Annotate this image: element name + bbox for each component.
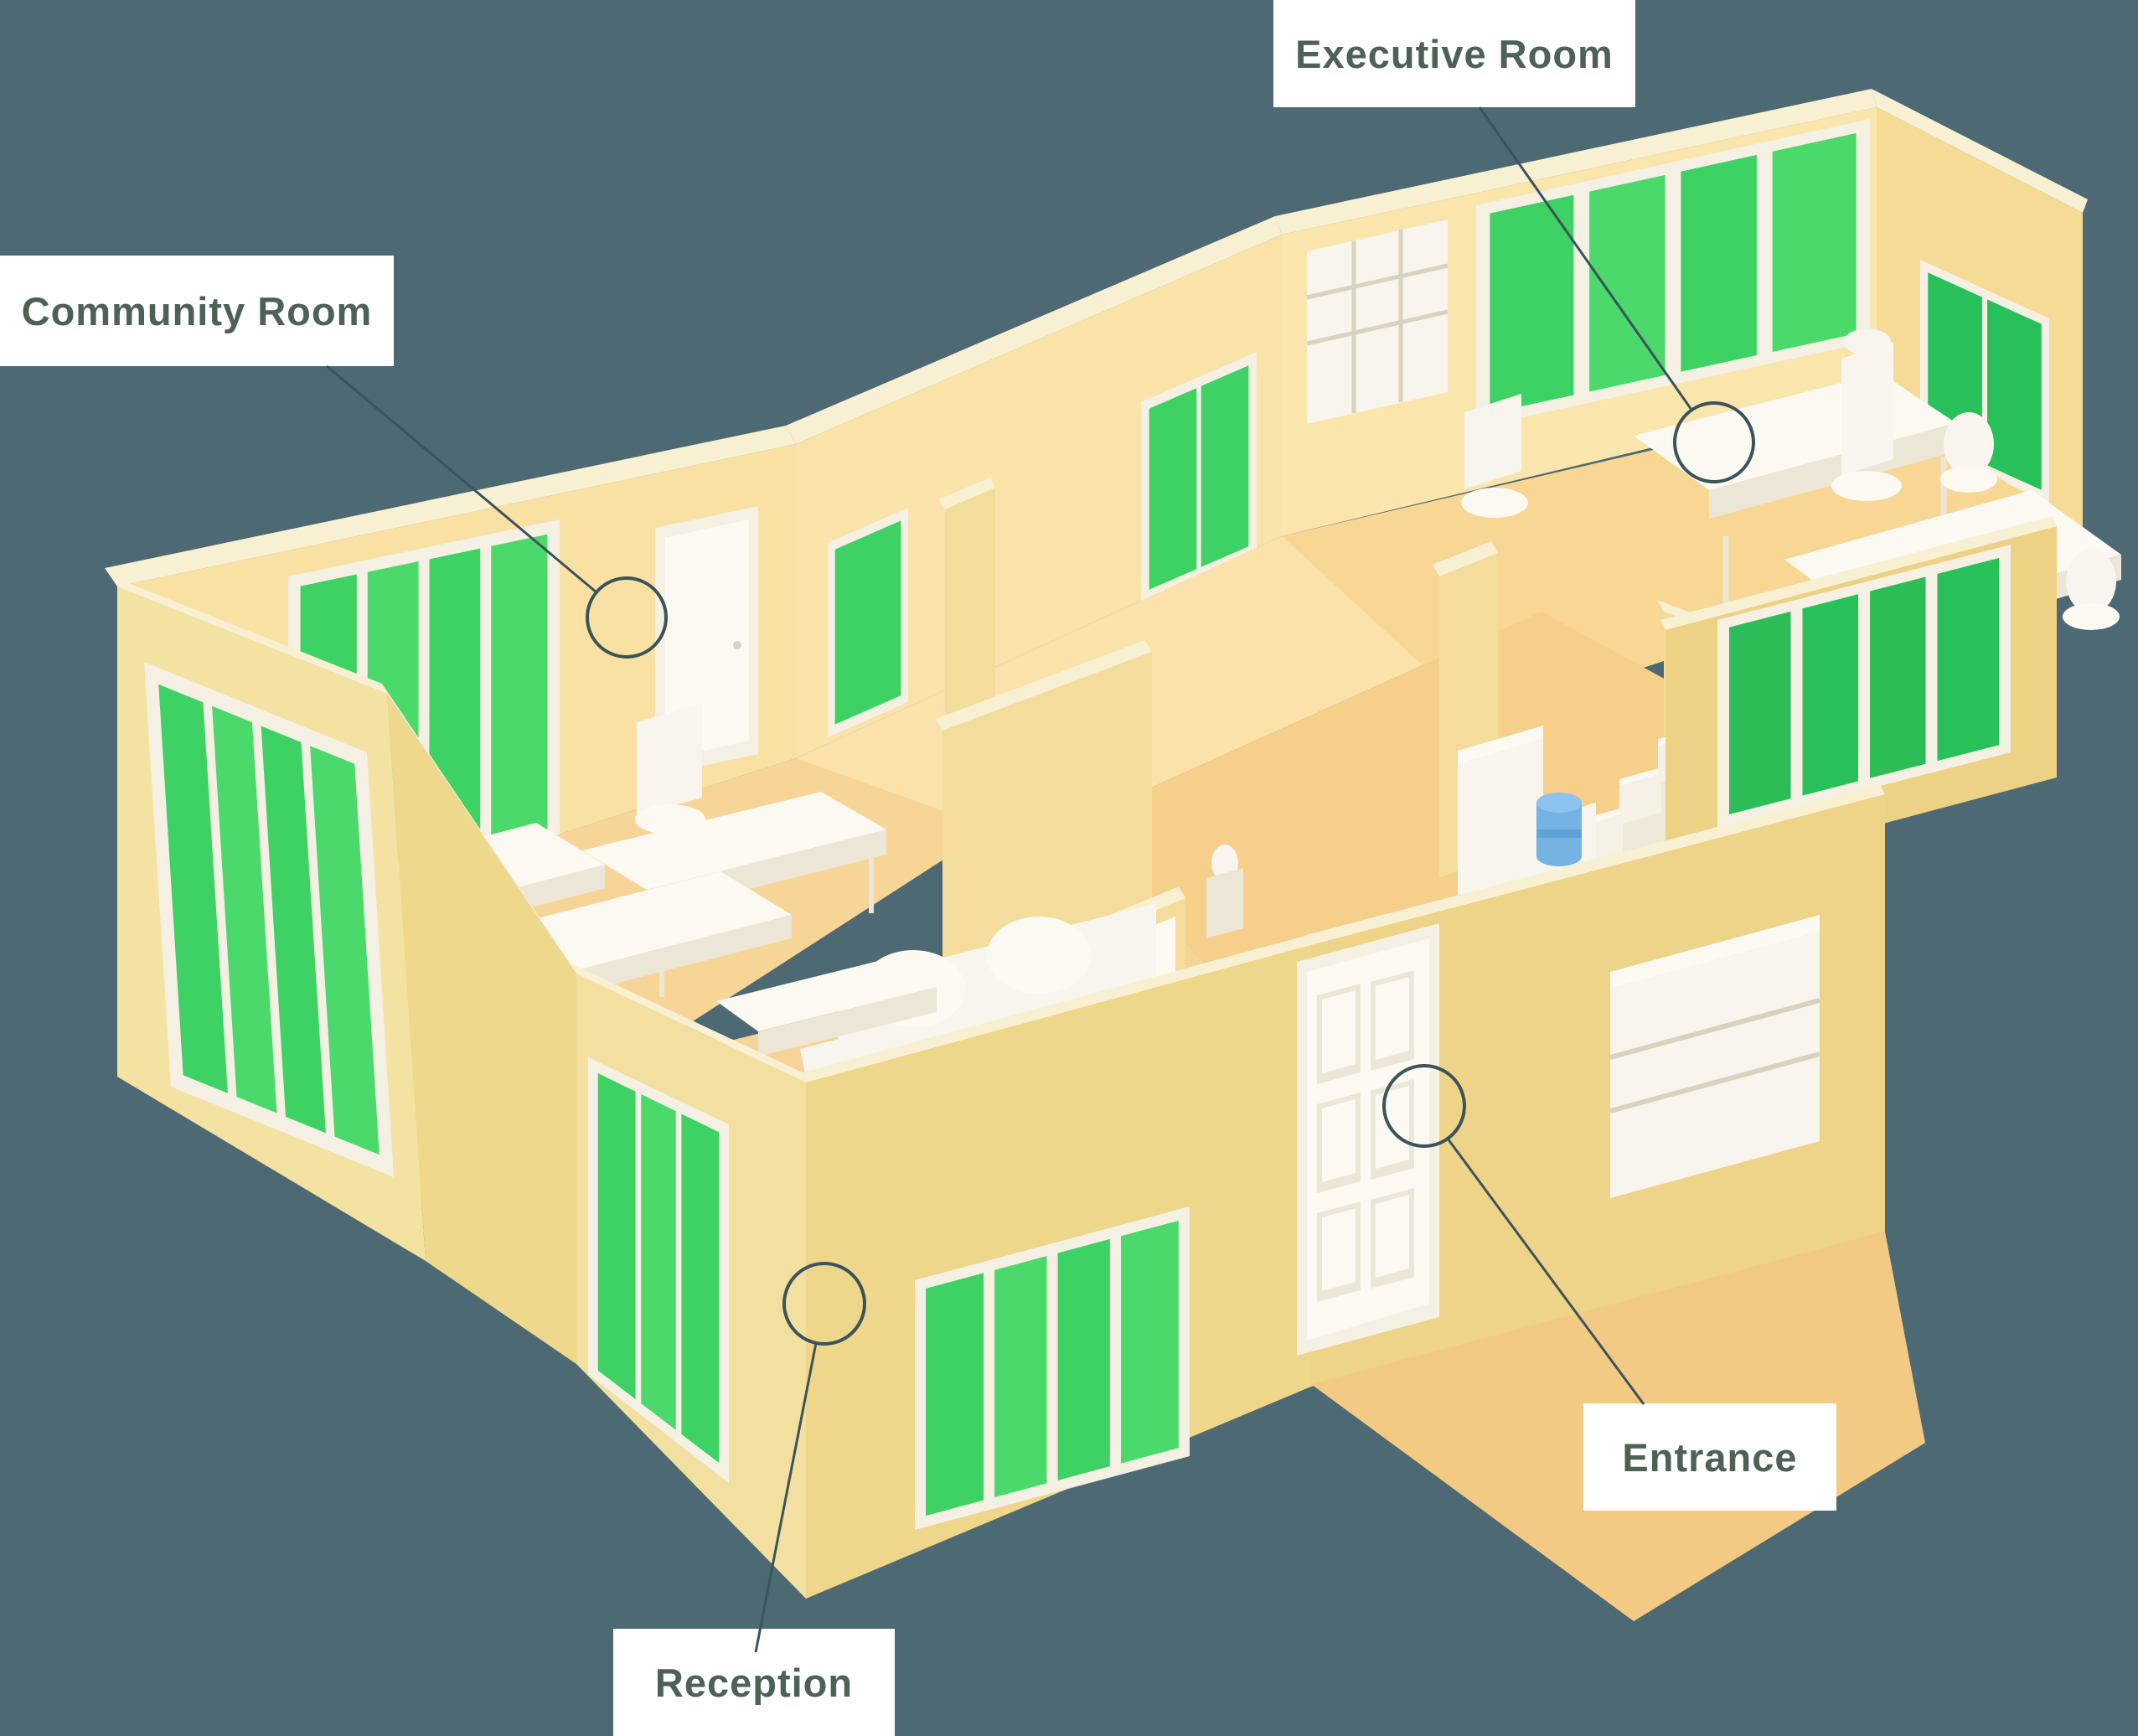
community-room-marker-circle: [586, 576, 668, 659]
executive-room-label: Executive Room: [1295, 32, 1614, 76]
entrance-label-box: [1583, 1403, 1836, 1511]
community-room-label-box: [0, 256, 394, 366]
reception-leader-line: [754, 1342, 818, 1653]
annotation-label-texts: Community Room Executive Room Entrance R…: [22, 32, 1797, 1705]
community-room-label: Community Room: [22, 289, 373, 333]
entrance-leader-line: [1446, 1138, 1645, 1405]
executive-room-leader-line: [1478, 106, 1693, 411]
reception-marker-circle: [782, 1262, 866, 1346]
annotation-label-boxes: [0, 0, 1836, 1736]
building-3d-model: [105, 89, 2121, 1621]
annotation-markers: [326, 106, 1755, 1653]
reception-label: Reception: [655, 1661, 853, 1705]
entrance-marker-circle: [1382, 1064, 1466, 1148]
executive-room-label-box: [1273, 0, 1635, 107]
reception-label-box: [613, 1629, 895, 1736]
executive-room-marker-circle: [1673, 401, 1755, 483]
community-room-leader-line: [326, 364, 597, 594]
entrance-label: Entrance: [1622, 1435, 1797, 1480]
